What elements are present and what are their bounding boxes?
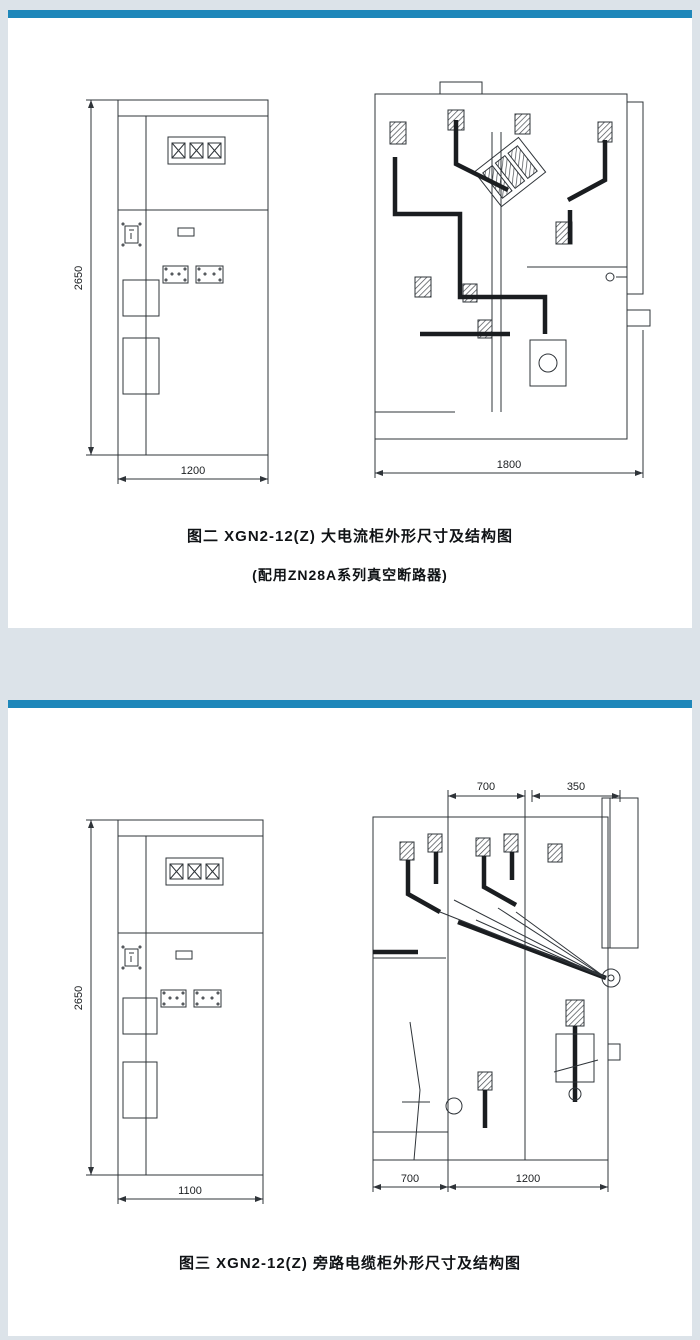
fig2-front-cabinet-outline [117,99,269,456]
figure2-front-view-drawing: 2650 1200 [73,99,269,484]
accent-bar-top-figure3 [8,700,692,708]
fig3-front-cabinet-outline [117,819,264,1176]
fig2-front-height-dimension: 2650 [73,99,118,456]
fig2-side-width-dimension: 1800 [374,330,644,478]
figure2-side-view-drawing: 1800 [374,81,651,478]
fig3-side-bottom-dim-left-label: 700 [401,1173,419,1185]
figure3-side-view-drawing: 700 350 700 1200 [372,781,639,1192]
figure2-caption-line2: (配用ZN28A系列真空断路器) [252,567,448,583]
fig3-side-top-dim-left-label: 700 [477,781,495,793]
fig3-side-bottom-dim-right-label: 1200 [516,1173,540,1185]
fig2-breaker-handles [171,142,222,159]
fig3-side-top-dimensions: 700 350 [447,781,621,817]
figure2-panel: 2650 1200 [8,10,692,628]
figure3-caption-line1: 图三 XGN2-12(Z) 旁路电缆柜外形尺寸及结构图 [178,1255,522,1272]
figure3-panel: 2650 1100 [8,700,692,1336]
fig2-front-width-dimension: 1200 [117,455,269,484]
fig2-side-breaker-assembly [473,136,547,208]
fig3-front-width-dimension: 1100 [117,1175,264,1204]
fig2-side-insulators [389,109,613,339]
fig3-front-width-dim-label: 1100 [178,1185,202,1197]
accent-bar-top-figure2 [8,10,692,18]
fig2-front-height-dim-label: 2650 [73,266,85,290]
fig2-side-mechanism [529,272,627,387]
fig2-front-width-dim-label: 1200 [181,465,205,477]
fig3-side-bottom-dimensions: 700 1200 [372,1160,609,1192]
fig3-front-height-dimension: 2650 [73,819,118,1176]
fig3-side-top-dim-right-label: 350 [567,781,585,793]
fig2-side-busbars [392,120,608,337]
figure2-caption-line1: 图二 XGN2-12(Z) 大电流柜外形尺寸及结构图 [186,528,514,545]
fig3-side-mechanism [402,968,621,1161]
fig3-breaker-handles [169,863,220,880]
fig2-side-width-dim-label: 1800 [497,459,521,471]
fig3-side-cable-runs [439,899,607,979]
figure3-front-view-drawing: 2650 1100 [73,819,264,1204]
fig3-side-busbars [373,852,607,1128]
fig3-front-height-dim-label: 2650 [73,986,85,1010]
